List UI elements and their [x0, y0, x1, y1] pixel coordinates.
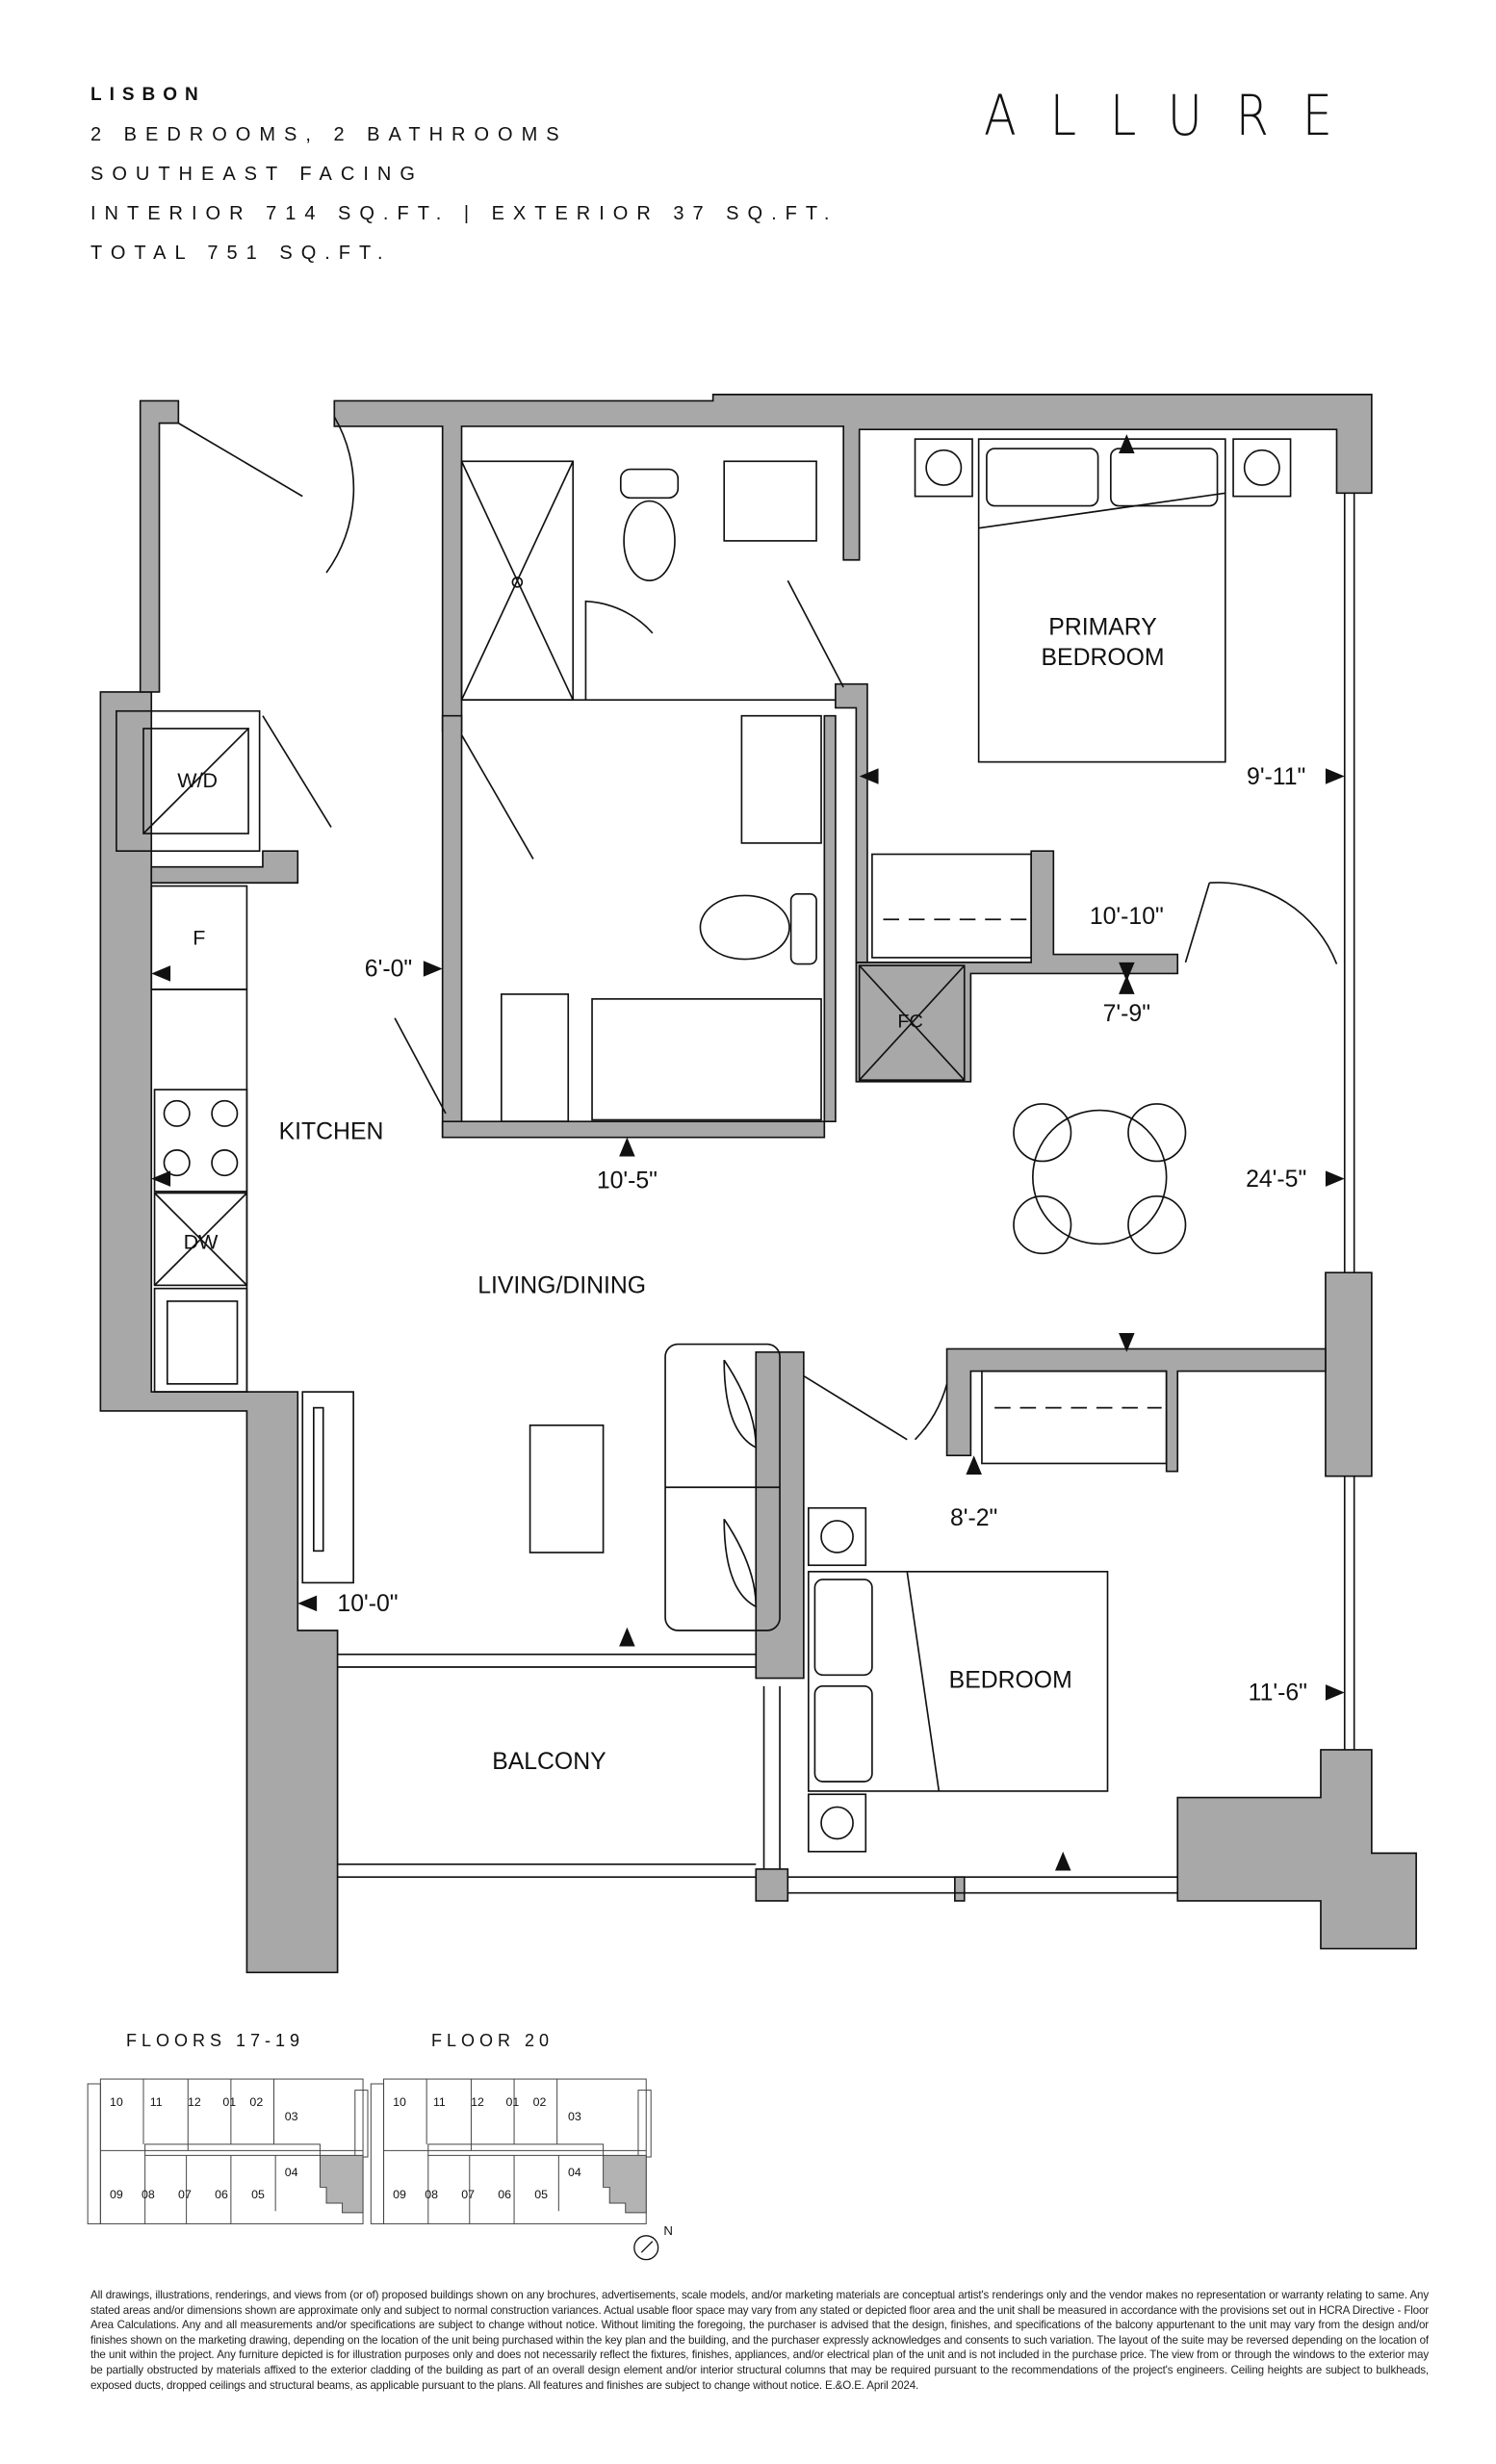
dim-living-length: 24'-5" [1246, 1167, 1306, 1193]
unit-08: 08 [142, 2188, 155, 2201]
suite-total: TOTAL 751 SQ.FT. [90, 243, 392, 264]
dim-primary-width: 10'-10" [1090, 904, 1164, 930]
unit-03: 03 [568, 2110, 581, 2123]
unit-02: 02 [249, 2095, 263, 2109]
unit-06: 06 [498, 2188, 511, 2201]
north-label: N [663, 2223, 673, 2238]
unit-05: 05 [534, 2188, 548, 2201]
unit-08: 08 [425, 2188, 438, 2201]
room-label-living-dining: LIVING/DINING [477, 1273, 646, 1299]
suite-rooms: 2 BEDROOMS, 2 BATHROOMS [90, 124, 568, 145]
unit-05: 05 [251, 2188, 265, 2201]
suite-facing: SOUTHEAST FACING [90, 164, 424, 185]
suite-name: LISBON [90, 85, 206, 105]
unit-04-highlighted: 04 [285, 2166, 298, 2179]
key-plan-floors-17-19: 10 11 12 01 02 03 09 08 07 06 05 04 [87, 2078, 369, 2224]
interior-lines [116, 416, 1355, 1894]
room-label-primary-2: BEDROOM [1042, 645, 1165, 671]
legal-disclaimer: All drawings, illustrations, renderings,… [90, 2289, 1429, 2392]
room-label-primary-1: PRIMARY [1048, 614, 1156, 640]
dim-bedroom-width: 8'-2" [950, 1505, 997, 1531]
dim-living-width: 10'-0" [337, 1591, 398, 1617]
dim-bedroom-length: 11'-6" [1249, 1681, 1307, 1707]
unit-01: 01 [506, 2095, 520, 2109]
unit-11: 11 [433, 2095, 446, 2109]
unit-06: 06 [215, 2188, 228, 2201]
dim-bath-width: 10'-5" [597, 1168, 658, 1194]
unit-09: 09 [110, 2188, 123, 2201]
dim-kitchen-width: 6'-0" [365, 957, 412, 983]
label-fridge: F [193, 927, 205, 950]
unit-10: 10 [393, 2095, 406, 2109]
unit-12: 12 [188, 2095, 201, 2109]
key-plan-floor-20: 10 11 12 01 02 03 09 08 07 06 05 04 [370, 2078, 652, 2224]
dim-primary-bedroom: 9'-11" [1247, 764, 1305, 790]
unit-02: 02 [533, 2095, 547, 2109]
plan-labels: PRIMARY BEDROOM KITCHEN LIVING/DINING BE… [177, 614, 1307, 1774]
label-fan-coil: FC [897, 1012, 922, 1033]
unit-01: 01 [222, 2095, 236, 2109]
unit-04-highlighted: 04 [568, 2166, 581, 2179]
suite-areas: INTERIOR 714 SQ.FT. | EXTERIOR 37 SQ.FT. [90, 203, 838, 224]
room-label-kitchen: KITCHEN [279, 1118, 384, 1144]
brand-logo: ALLURE [984, 83, 1366, 148]
dimension-arrows [151, 434, 1345, 1871]
key-plan-title-20: FLOOR 20 [431, 2031, 555, 2050]
label-dishwasher: DW [184, 1230, 219, 1253]
dim-hall: 7'-9" [1103, 1001, 1150, 1027]
unit-12: 12 [471, 2095, 484, 2109]
unit-09: 09 [393, 2188, 406, 2201]
unit-07: 07 [461, 2188, 475, 2201]
unit-07: 07 [178, 2188, 192, 2201]
unit-03: 03 [285, 2110, 298, 2123]
unit-10: 10 [110, 2095, 123, 2109]
label-washer-dryer: W/D [177, 769, 218, 792]
room-label-balcony: BALCONY [492, 1749, 606, 1775]
exterior-walls [99, 394, 1417, 1974]
unit-11: 11 [150, 2095, 163, 2109]
room-label-bedroom: BEDROOM [949, 1667, 1072, 1693]
north-arrow-icon: N [633, 2223, 673, 2261]
key-plan-title-17-19: FLOORS 17-19 [126, 2031, 305, 2050]
